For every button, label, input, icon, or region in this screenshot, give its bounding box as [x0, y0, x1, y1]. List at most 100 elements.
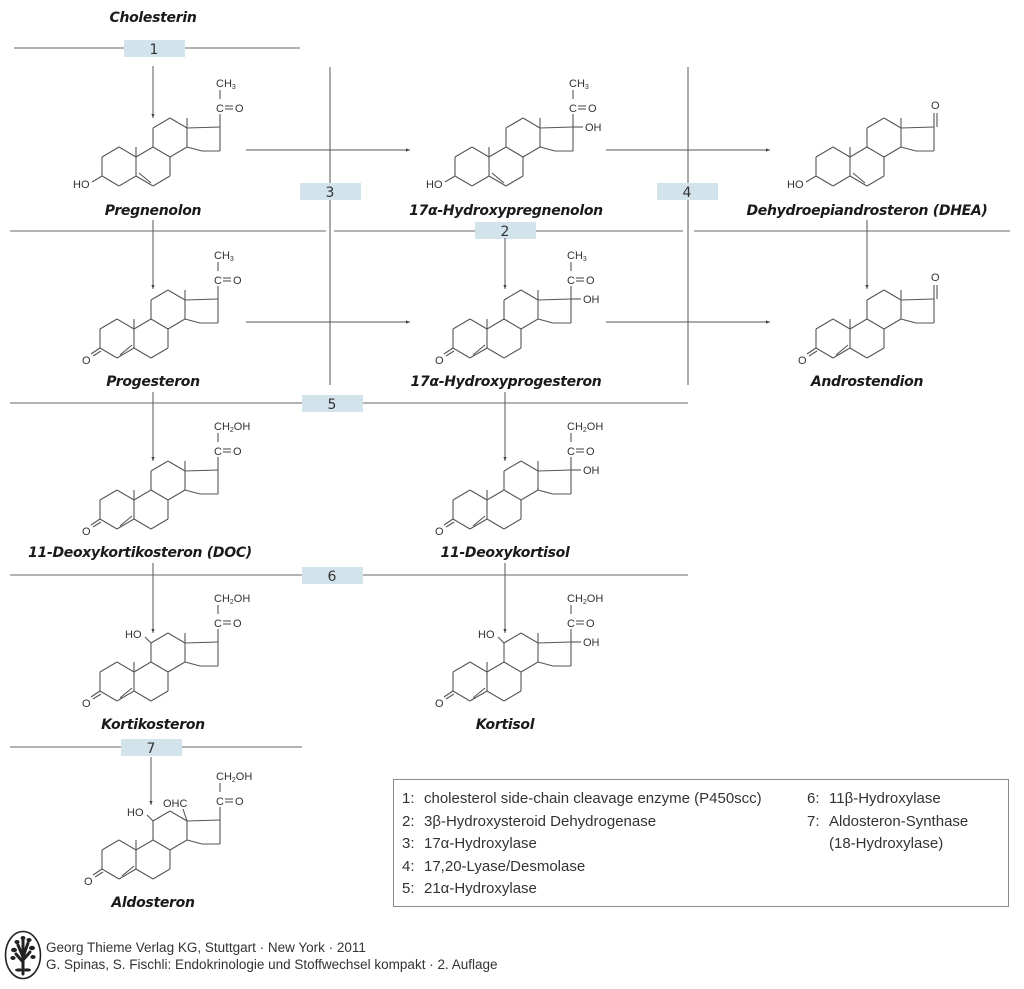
compound-name-pregnenolon: Pregnenolon: [105, 203, 202, 219]
compound-name-progesteron: Progesteron: [106, 374, 200, 390]
legend-text: Aldosteron-Synthase: [829, 812, 969, 830]
atom-label: C: [569, 103, 577, 115]
atom-label: HO: [127, 807, 144, 819]
separator-lines: [10, 47, 1010, 748]
atom-label: O: [233, 446, 242, 458]
compound-name-dhea: Dehydroepiandrosteron (DHEA): [746, 203, 987, 219]
legend-number: 5:: [402, 880, 415, 897]
atom-label: O: [435, 355, 444, 367]
arrow-11-deoxykortisol-to-kortisol: [503, 563, 507, 633]
atom-label: C: [216, 796, 224, 808]
atom-label: HO: [73, 179, 90, 191]
reaction-arrows: [149, 66, 869, 805]
arrow-progesteron-to-17oh-progesteron: [246, 320, 410, 324]
enzyme-step-5: 5: [302, 395, 363, 413]
atom-label: C: [567, 446, 575, 458]
enzyme-step-6: 6: [302, 567, 363, 585]
atom-label: CH2OH: [214, 421, 250, 434]
enzyme-legend: 1:cholesterol side-chain cleavage enzyme…: [393, 779, 1009, 907]
atom-label: O: [798, 355, 807, 367]
atom-label: O: [84, 876, 93, 888]
atom-label: O: [931, 100, 940, 112]
legend-text: 21α-Hydroxylase: [424, 880, 537, 897]
legend-text: 11β-Hydroxylase: [829, 790, 941, 807]
atom-label: CH2OH: [216, 771, 252, 784]
enzyme-step-label: 1: [150, 42, 159, 58]
arrowhead-icon: [406, 320, 410, 324]
atom-label: O: [586, 446, 595, 458]
atom-label: C: [214, 275, 222, 287]
atom-label: C: [567, 618, 575, 630]
atom-label: HO: [787, 179, 804, 191]
arrowhead-icon: [151, 457, 155, 461]
legend-number: 4:: [402, 857, 415, 875]
atom-label: OH: [583, 294, 600, 306]
compound-name-17a-hydroxyprogesteron: 17α-Hydroxyprogesteron: [411, 374, 602, 390]
atom-label: OHC: [163, 798, 188, 810]
arrowhead-icon: [406, 148, 410, 152]
atom-label: O: [82, 698, 91, 710]
legend-item-3: 3:17α-Hydroxylase: [402, 833, 762, 856]
tree-logo-icon: [4, 930, 42, 980]
atom-label: C: [214, 446, 222, 458]
atom-label: O: [586, 618, 595, 630]
legend-column-2: 6:11β-Hydroxylase 7:Aldosteron-Synthase …: [807, 788, 968, 856]
arrow-doc-to-kortikosteron: [151, 563, 155, 633]
legend-number: 6:: [807, 790, 820, 807]
footer-publisher: Georg Thieme Verlag KG, Stuttgart · New …: [46, 940, 366, 955]
atom-label: O: [233, 618, 242, 630]
atom-label: CH3: [216, 78, 236, 91]
molecule-androstendion: OO: [798, 272, 940, 367]
arrowhead-icon: [503, 457, 507, 461]
arrow-progesteron-to-doc: [151, 392, 155, 461]
enzyme-step-label: 7: [147, 741, 156, 757]
arrow-dhea-to-androstendion: [865, 220, 869, 289]
legend-item-4: 4:17,20-Lyase/Desmolase: [402, 856, 762, 879]
atom-label: O: [931, 272, 940, 284]
atom-label: O: [435, 698, 444, 710]
molecule-dhea: HO O: [787, 100, 940, 191]
atom-label: O: [235, 103, 244, 115]
atom-label: OH: [583, 465, 600, 477]
legend-item-7-continuation: (18-Hydroxylase): [829, 835, 944, 852]
footer-book: G. Spinas, S. Fischli: Endokrinologie un…: [46, 957, 498, 972]
atom-label: O: [586, 275, 595, 287]
arrow-17oh-pregnenolon-to-17oh-progesteron: [503, 238, 507, 289]
arrowhead-icon: [766, 320, 770, 324]
cholesterin-label: Cholesterin: [109, 10, 196, 26]
enzyme-step-label: 2: [501, 224, 510, 240]
atom-label: CH3: [569, 78, 589, 91]
legend-item-7: 7:Aldosteron-Synthase: [807, 811, 968, 834]
atom-label: CH2OH: [567, 421, 603, 434]
atom-label: O: [82, 355, 91, 367]
compound-name-aldosteron: Aldosteron: [110, 895, 195, 911]
atom-label: HO: [426, 179, 443, 191]
arrow-17oh-progesteron-to-androstendion: [606, 320, 770, 324]
arrow-cholesterin-to-pregnenolon: [151, 66, 155, 118]
atom-label: HO: [125, 629, 142, 641]
compound-name-kortisol: Kortisol: [476, 717, 535, 733]
legend-item-1: 1:cholesterol side-chain cleavage enzyme…: [402, 788, 762, 811]
arrowhead-icon: [865, 285, 869, 289]
legend-item-6: 6: 11β-Hydroxylase: [807, 788, 968, 811]
footer-text: Georg Thieme Verlag KG, Stuttgart · New …: [46, 939, 498, 973]
enzyme-step-label: 5: [328, 397, 337, 413]
atom-label: OH: [585, 122, 602, 134]
compound-name-kortikosteron: Kortikosteron: [101, 717, 205, 733]
arrowhead-icon: [766, 148, 770, 152]
legend-number: 1:: [402, 790, 415, 807]
atom-label: HO: [478, 629, 495, 641]
atom-label: CH3: [214, 250, 234, 263]
arrowhead-icon: [151, 285, 155, 289]
atom-label: C: [216, 103, 224, 115]
enzyme-step-label: 3: [326, 185, 335, 201]
enzyme-step-7: 7: [121, 739, 182, 757]
atom-label: O: [435, 526, 444, 538]
